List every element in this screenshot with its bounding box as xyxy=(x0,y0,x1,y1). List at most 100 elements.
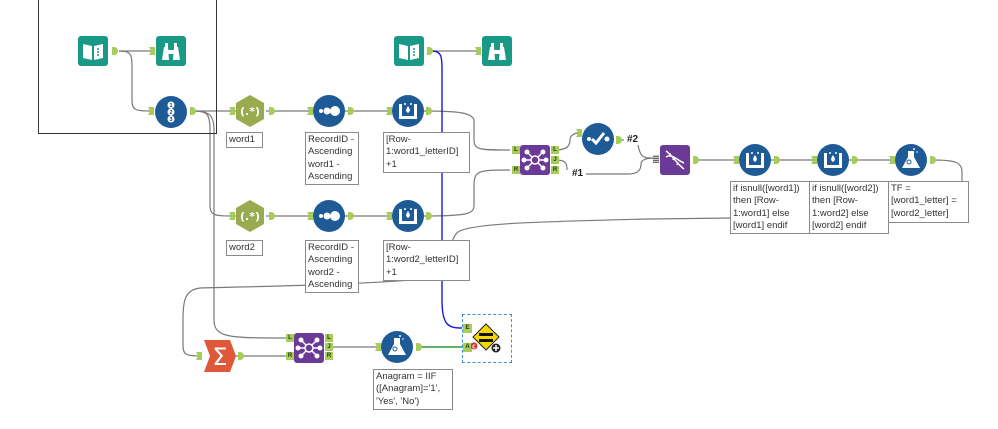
input-anchor[interactable] xyxy=(375,343,381,351)
flask-icon xyxy=(381,331,413,363)
join-right-output-anchor[interactable]: R xyxy=(325,352,333,360)
sigma-icon: Σ xyxy=(204,340,236,372)
browse-tool[interactable] xyxy=(482,36,512,66)
record-id-tool[interactable]: 1 2 3 xyxy=(155,96,187,128)
binoculars-icon xyxy=(482,36,512,66)
input-anchor[interactable] xyxy=(733,156,739,164)
output-anchor[interactable] xyxy=(426,107,432,115)
input-anchor[interactable] xyxy=(811,156,817,164)
connection[interactable] xyxy=(182,215,891,357)
join-right-input-anchor[interactable]: R xyxy=(286,352,294,360)
formula-tool[interactable] xyxy=(895,144,927,176)
tool-annotation: [Row-1:word2_letterID] +1 xyxy=(383,240,470,281)
select-tool[interactable] xyxy=(582,123,614,155)
svg-text:(.*): (.*) xyxy=(240,105,260,118)
multirow-icon xyxy=(392,200,424,232)
browse-tool[interactable] xyxy=(156,36,186,66)
input-anchor[interactable] xyxy=(307,212,313,220)
output-anchor[interactable] xyxy=(112,47,118,55)
equals-sign-icon: C xyxy=(470,323,501,353)
multi-row-formula-tool[interactable] xyxy=(817,144,849,176)
output-anchor[interactable] xyxy=(269,212,275,220)
connection[interactable] xyxy=(586,157,656,175)
output-anchor[interactable] xyxy=(930,156,936,164)
join-tool[interactable] xyxy=(520,145,550,175)
output-anchor[interactable] xyxy=(616,136,622,144)
svg-text:Σ: Σ xyxy=(212,343,227,371)
join-left-input-anchor[interactable]: L xyxy=(512,146,520,154)
multi-row-formula-tool[interactable] xyxy=(392,95,424,127)
input-anchor[interactable] xyxy=(149,47,155,55)
binoculars-icon xyxy=(156,36,186,66)
output-anchor[interactable] xyxy=(693,156,699,164)
output-anchor[interactable] xyxy=(852,156,858,164)
input-anchor[interactable] xyxy=(889,156,895,164)
selection-outline xyxy=(462,314,512,363)
tool-annotation: TF = [word1_letter] = [word2_letter] xyxy=(888,181,969,223)
input-anchor[interactable] xyxy=(386,212,392,220)
connection[interactable] xyxy=(554,132,579,151)
sort-tool[interactable] xyxy=(313,200,345,232)
test-tool[interactable]: C xyxy=(470,322,501,353)
multi-row-formula-tool[interactable] xyxy=(739,144,771,176)
output-anchor[interactable] xyxy=(774,156,780,164)
tool-annotation: [Row-1:word1_letterID] +1 xyxy=(383,132,470,173)
connection[interactable] xyxy=(931,159,963,183)
multi-row-formula-tool[interactable] xyxy=(392,200,424,232)
input-anchor[interactable] xyxy=(229,212,235,220)
regex-tool[interactable]: (.*) xyxy=(234,95,266,127)
text-input-tool[interactable] xyxy=(394,36,424,66)
connection[interactable] xyxy=(193,110,288,339)
transpose-tool[interactable] xyxy=(660,145,690,175)
test-actual-anchor[interactable]: A xyxy=(463,343,472,352)
input-anchor[interactable] xyxy=(196,352,202,360)
test-expected-anchor[interactable]: E xyxy=(463,324,472,333)
output-anchor[interactable] xyxy=(348,212,354,220)
input-anchor[interactable] xyxy=(475,47,481,55)
multirow-icon xyxy=(392,95,424,127)
join-icon xyxy=(520,145,550,175)
input-anchor[interactable] xyxy=(307,107,313,115)
multi-input-anchor[interactable] xyxy=(653,155,659,163)
book-icon xyxy=(78,36,108,66)
input-anchor[interactable] xyxy=(229,107,235,115)
input-anchor[interactable] xyxy=(386,107,392,115)
join-left-output-anchor[interactable]: L xyxy=(325,334,333,342)
connection-label: #1 xyxy=(572,168,584,179)
join-left-output-anchor[interactable]: L xyxy=(551,146,559,154)
output-anchor[interactable] xyxy=(426,212,432,220)
join-tool[interactable] xyxy=(294,333,324,363)
input-anchor[interactable] xyxy=(576,129,582,137)
multirow-icon xyxy=(739,144,771,176)
connection[interactable] xyxy=(118,50,151,112)
join-right-input-anchor[interactable]: R xyxy=(512,166,520,174)
tool-annotation: if isnull([word1]) then [Row-1:word1] el… xyxy=(730,181,810,234)
output-anchor[interactable] xyxy=(269,107,275,115)
connection[interactable] xyxy=(422,110,511,151)
summarize-tool[interactable]: Σ xyxy=(204,340,236,372)
text-input-tool[interactable] xyxy=(78,36,108,66)
connection[interactable] xyxy=(422,169,511,217)
tool-annotation: if isnull([word2]) then [Row-1:word2] el… xyxy=(809,181,889,234)
output-anchor[interactable] xyxy=(190,107,196,115)
sort-tool[interactable] xyxy=(313,95,345,127)
output-anchor[interactable] xyxy=(427,47,433,55)
flask-icon xyxy=(895,144,927,176)
tool-container[interactable] xyxy=(38,0,217,134)
regex-icon: (.*) xyxy=(236,95,264,127)
output-anchor[interactable] xyxy=(348,107,354,115)
join-left-input-anchor[interactable]: L xyxy=(286,334,294,342)
svg-text:(.*): (.*) xyxy=(240,210,260,223)
book-icon xyxy=(394,36,424,66)
join-join-output-anchor[interactable]: J xyxy=(325,343,333,351)
connection[interactable] xyxy=(431,50,463,329)
tool-annotation: word1 xyxy=(226,132,263,148)
output-anchor[interactable] xyxy=(238,352,244,360)
join-right-output-anchor[interactable]: R xyxy=(551,166,559,174)
input-anchor[interactable] xyxy=(148,107,154,115)
formula-tool[interactable] xyxy=(381,331,413,363)
join-join-output-anchor[interactable]: J xyxy=(551,156,559,164)
output-anchor[interactable] xyxy=(416,343,422,351)
regex-tool[interactable]: (.*) xyxy=(234,200,266,232)
sort-dots-icon xyxy=(313,200,345,232)
